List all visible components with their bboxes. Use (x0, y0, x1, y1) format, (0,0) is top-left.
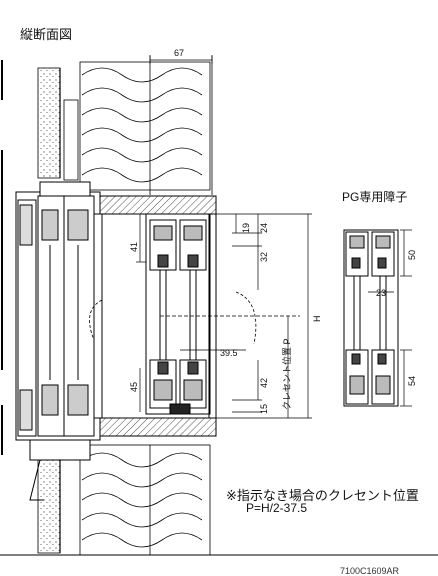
pg-sash-section (145, 213, 211, 415)
pg-sash-title: PG専用障子 (342, 190, 408, 204)
pg-detail-dimensions (368, 229, 412, 407)
drawing-title: 縦断面図 (20, 27, 73, 42)
head-jamb (99, 195, 217, 215)
dim-41: 41 (129, 242, 139, 252)
dim-45: 45 (129, 382, 139, 392)
dim-15: 15 (259, 404, 269, 414)
dimension-lines (136, 56, 312, 419)
crescent-arc (89, 291, 257, 345)
dim-42: 42 (259, 378, 269, 388)
dim-67: 67 (174, 48, 184, 58)
crescent-formula: P=H/2-37.5 (246, 501, 308, 515)
dim-19: 19 (241, 223, 251, 233)
sill-jamb (99, 417, 217, 437)
dim-pg-23: 23 (376, 288, 386, 298)
dim-24: 24 (259, 223, 269, 233)
window-frame (15, 181, 103, 501)
drawing-code: 7100C1609AR (340, 566, 400, 576)
dim-crescent-P: クレセント位置 P (281, 338, 292, 410)
dim-32: 32 (259, 252, 269, 262)
dim-39-5: 39.5 (220, 348, 238, 358)
insulation-top (79, 55, 213, 195)
insulation-bottom (79, 444, 211, 556)
dim-H: H (312, 316, 322, 323)
crescent-note: ※指示なき場合のクレセント位置 (226, 488, 419, 503)
dim-pg-50: 50 (407, 250, 417, 260)
exterior-wall (37, 67, 79, 554)
dim-pg-54: 54 (407, 376, 417, 386)
pg-sash-detail (343, 229, 399, 407)
